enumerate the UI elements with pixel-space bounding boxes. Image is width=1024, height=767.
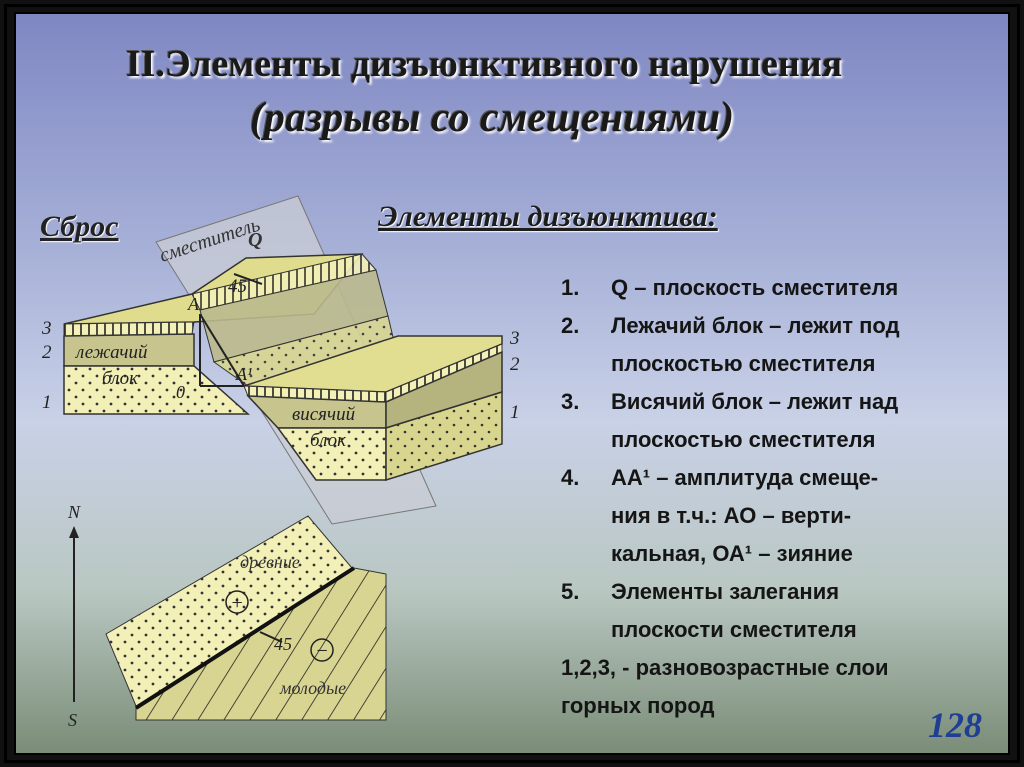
list-text: Висячий блок – лежит над плоскостью смес… [611,389,899,452]
layer-right-1: 1 [510,402,520,423]
elements-list: 1. Q – плоскость сместителя 2. Лежачий б… [561,269,1001,725]
list-number: 4. [561,465,580,490]
map-dip-angle: 45 [274,634,292,654]
map-minus: − [315,640,329,662]
foot-block-label-1: лежачий [75,342,148,363]
list-text: АА¹ – амплитуда смеще- ния в т.ч.: АО – … [611,465,879,566]
list-text: Q – плоскость сместителя [611,275,899,300]
list-number: 3. [561,389,580,414]
layer-right-3: 3 [509,328,520,349]
title-line-1: II.Элементы дизъюнктивного нарушения [125,43,843,85]
map-minus-circle [310,638,334,662]
layer-left-1: 1 [42,392,52,413]
layer-right-2: 2 [510,354,520,375]
point-a1: A¹ [235,364,252,384]
layer-left-3: 3 [41,318,52,339]
list-item: 3. Висячий блок – лежит над плоскостью с… [561,383,1001,459]
map-old-label: древние [240,552,300,572]
slide: II.Элементы дизъюнктивного нарушения (ра… [14,12,1010,755]
list-item: 2. Лежачий блок – лежит под плоскостью с… [561,307,1001,383]
section-label-sbros: Сброс [40,210,119,243]
list-text: Элементы залегания плоскости сместителя [611,579,857,642]
hanging-block-label-2: блок [310,430,347,451]
list-item: 4. АА¹ – амплитуда смеще- ния в т.ч.: АО… [561,459,1001,573]
list-number: 5. [561,579,580,604]
map-fault-line [134,566,356,710]
list-text: Лежачий блок – лежит под плоскостью смес… [611,313,900,376]
map-plus-circle [225,590,249,614]
map-plus: + [230,592,244,614]
plane-q: Q [248,229,262,251]
foot-block-layer1 [63,365,250,415]
page-number: 128 [928,705,982,745]
fault-diagram: сместитель Q 45 A A¹ 0 лежачий блок вися… [41,195,520,730]
list-number: 2. [561,313,580,338]
point-a: A [187,294,200,314]
layers-note: 1,2,3, - разновозрастные слои горных пор… [561,655,889,718]
dip-line [233,273,263,285]
point-o: 0 [176,382,185,402]
hanging-block-side-layer1 [385,390,503,482]
north-label: N [67,502,81,522]
layer-left-2: 2 [42,342,52,363]
north-arrowhead [69,526,79,538]
list-item: 1. Q – плоскость сместителя [561,269,1001,307]
elements-heading: Элементы дизъюнктива: [378,200,718,233]
title-line-2: (разрывы со смещениями) [249,95,735,141]
hanging-block-label-1: висячий [292,404,356,425]
south-label: S [68,710,77,730]
dip-angle: 45 [228,276,247,297]
amplitude-line [199,313,245,387]
map-young-label: молодые [279,678,346,698]
outer-frame [4,4,1020,763]
map-dip-line [259,631,283,643]
list-number: 1. [561,275,580,300]
foot-block-label-2: блок [102,368,139,389]
list-item: 5. Элементы залегания плоскости сместите… [561,573,1001,649]
